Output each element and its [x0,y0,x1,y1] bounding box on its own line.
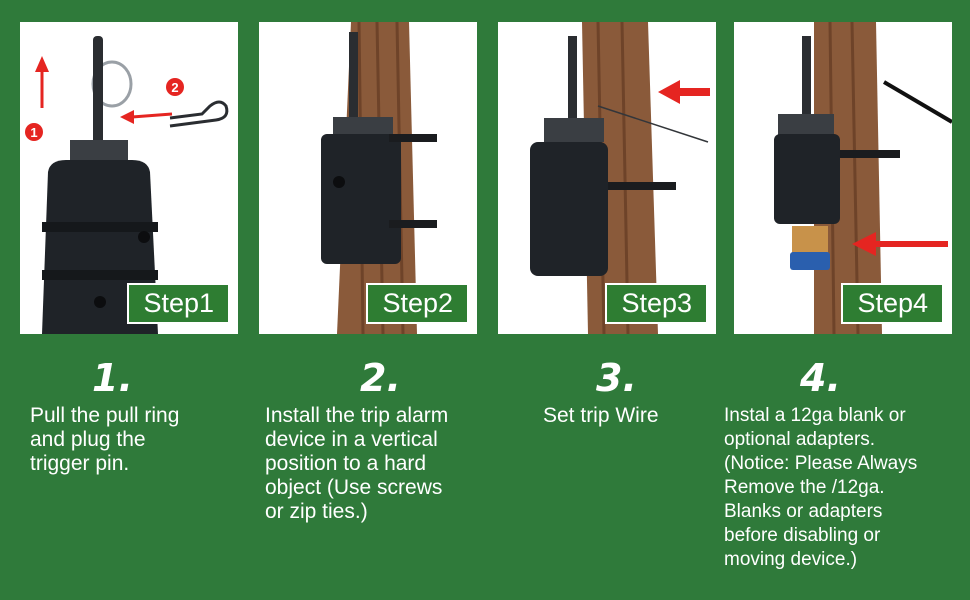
trigger-pin [349,32,358,128]
step4-image-panel: Step4 [734,22,952,334]
brass-shell [792,226,828,254]
step2-label: Step2 [366,283,469,324]
step4-number: 4. [800,356,841,400]
zip-tie [608,182,676,190]
step3-image-panel: Step3 [498,22,716,334]
step4-label: Step4 [841,283,944,324]
zip-tie-top [389,134,437,142]
step3-number: 3. [596,356,637,400]
step1-image-panel: 1 2 Step1 [20,22,238,334]
step3-device-illustration [530,22,710,334]
step2-device-illustration [321,22,437,334]
badge-1: 1 [25,123,43,141]
trigger-pin [568,36,577,132]
step4-description: Instal a 12ga blank or optional adapters… [724,405,918,570]
trigger-pin [802,36,811,122]
step1-label: Step1 [127,283,230,324]
blue-shell-base [790,252,830,270]
step2-number: 2. [360,356,401,400]
trip-wire [882,80,952,124]
device-body [774,134,840,224]
step1-number: 1. [92,356,133,400]
trigger-pin [93,36,103,164]
device-body [321,134,401,264]
zip-tie [840,150,900,158]
trip-wire [597,105,709,143]
zip-tie-bottom [389,220,437,228]
knurled-cap [778,114,834,136]
cotter-pin [169,100,229,128]
step1-description: Pull the pull ring and plug the trigger … [30,404,180,475]
knurled-cap [544,118,604,142]
knurled-cap [333,117,393,139]
knurled-cap [70,140,128,162]
step2-image-panel: Step2 [259,22,477,334]
badge-2: 2 [166,78,184,96]
svg-text:2: 2 [171,80,178,95]
step3-description: Set trip Wire [543,404,659,427]
device-body [530,142,608,276]
step2-description: Install the trip alarm device in a verti… [265,404,449,523]
left-arrow [131,112,173,119]
step4-device-illustration [774,22,952,334]
svg-text:1: 1 [30,125,37,140]
step3-label: Step3 [605,283,708,324]
